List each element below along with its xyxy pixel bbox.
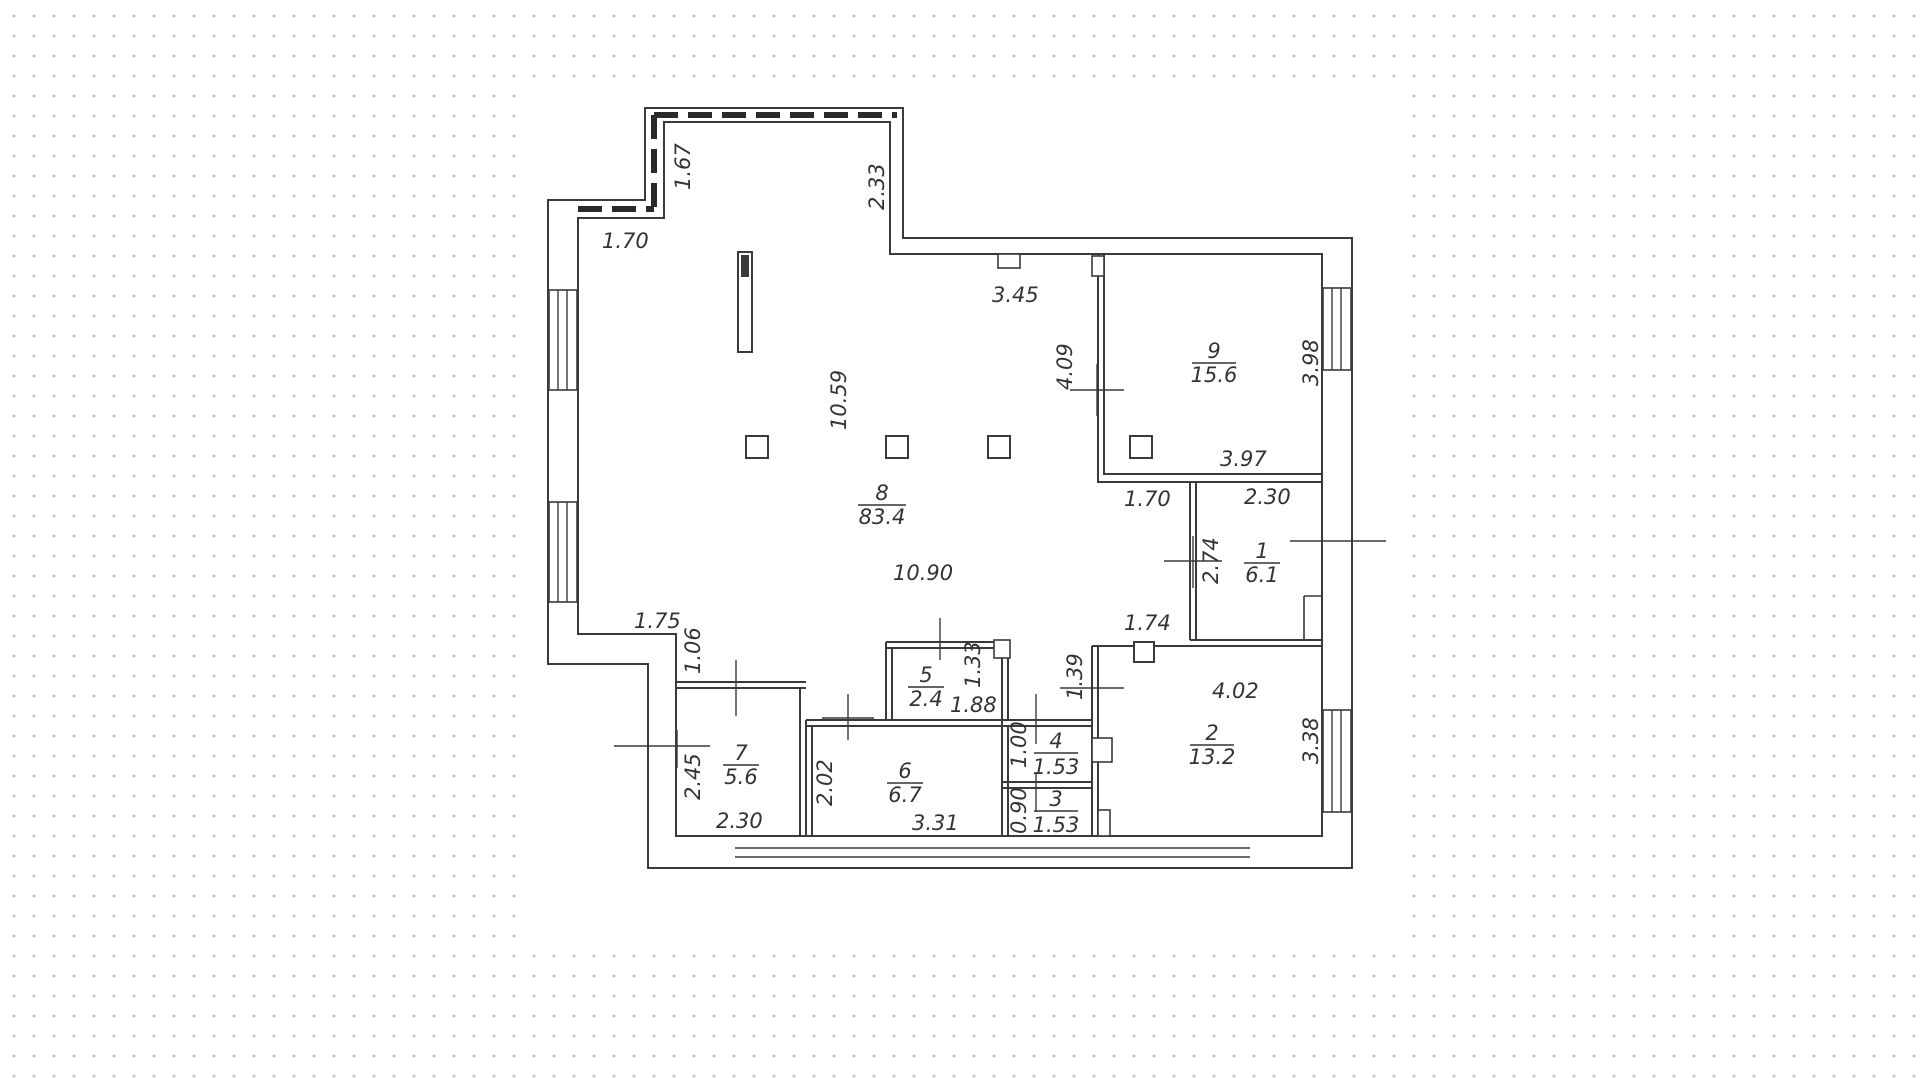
partition-rooms-4-3 xyxy=(1001,719,1092,836)
window-left-1 xyxy=(548,289,578,391)
room-2-number: 2 xyxy=(1205,721,1218,745)
glazed-walls xyxy=(578,112,897,212)
wall-niche xyxy=(997,253,1021,269)
window-left-2 xyxy=(548,501,578,603)
dim-label: 1.74 xyxy=(1124,611,1171,635)
room-labels: 8 83.4 9 15.6 1 6.1 2 13.2 5 2.4 7 5.6 xyxy=(723,339,1280,837)
room-3-number: 3 xyxy=(1049,787,1062,811)
room-8-area: 83.4 xyxy=(859,505,906,529)
room-2-label: 2 13.2 xyxy=(1189,721,1236,769)
room-3-label: 3 1.53 xyxy=(1033,787,1080,837)
room-6-label: 6 6.7 xyxy=(887,759,923,807)
dim-label: 1.70 xyxy=(602,229,649,253)
dim-label: 3.98 xyxy=(1299,339,1323,386)
column-4 xyxy=(1129,435,1153,459)
outer-wall-contour xyxy=(547,107,1353,869)
column-2 xyxy=(885,435,909,459)
room-6-number: 6 xyxy=(898,759,911,783)
room-9-number: 9 xyxy=(1207,339,1220,363)
dimension-labels: 1.70 1.67 2.33 3.45 10.59 4.09 3.98 3.97… xyxy=(602,143,1323,835)
dim-label: 2.45 xyxy=(681,753,705,800)
door-frame-room-1 xyxy=(1303,595,1322,640)
dim-label: 3.38 xyxy=(1299,717,1323,764)
dim-label: 1.33 xyxy=(961,641,985,688)
room-5-number: 5 xyxy=(919,663,932,687)
room-4-area: 1.53 xyxy=(1033,755,1080,779)
partition-room-9 xyxy=(1097,254,1322,483)
dim-label: 2.30 xyxy=(716,809,763,833)
columns xyxy=(737,251,1155,663)
dim-label: 1.75 xyxy=(634,609,681,633)
dim-label: 2.30 xyxy=(1244,485,1291,509)
dim-label: 10.90 xyxy=(893,561,953,585)
dim-label: 1.06 xyxy=(681,627,705,674)
room-4-label: 4 1.53 xyxy=(1033,729,1080,779)
room-4-number: 4 xyxy=(1049,729,1062,753)
room-7-label: 7 5.6 xyxy=(723,741,759,789)
windows xyxy=(548,287,1352,858)
dim-label: 1.67 xyxy=(671,143,695,190)
column-5 xyxy=(1133,641,1155,663)
dim-label: 1.00 xyxy=(1007,721,1031,768)
window-bottom xyxy=(735,847,1250,858)
room-8-number: 8 xyxy=(875,481,888,505)
room-3-area: 1.53 xyxy=(1033,813,1080,837)
column-3 xyxy=(987,435,1011,459)
door-markers xyxy=(614,364,1386,812)
dim-label: 1.70 xyxy=(1124,487,1171,511)
dim-label: 3.45 xyxy=(992,283,1039,307)
room-9-label: 9 15.6 xyxy=(1191,339,1238,387)
dim-label: 2.02 xyxy=(813,759,837,806)
room-7-number: 7 xyxy=(734,741,748,765)
room-5-area: 2.4 xyxy=(909,687,942,711)
outer-walls xyxy=(547,107,1353,869)
room-7-area: 5.6 xyxy=(724,765,757,789)
inner-wall-contour xyxy=(577,121,1323,837)
room-2-area: 13.2 xyxy=(1189,745,1236,769)
dim-label: 1.88 xyxy=(950,693,997,717)
dim-label: 2.33 xyxy=(865,163,889,210)
dim-label: 4.02 xyxy=(1212,679,1259,703)
column-1 xyxy=(745,435,769,459)
room-8-label: 8 83.4 xyxy=(858,481,906,529)
room-1-area: 6.1 xyxy=(1245,563,1278,587)
window-right-1 xyxy=(1322,287,1352,371)
floor-plan-sheet xyxy=(520,80,1400,940)
dim-label: 3.97 xyxy=(1220,447,1267,471)
room-1-number: 1 xyxy=(1255,539,1268,563)
room-5-label: 5 2.4 xyxy=(908,663,944,711)
dim-label: 1.39 xyxy=(1063,653,1087,700)
dim-label: 10.59 xyxy=(827,370,851,430)
dim-label: 2.74 xyxy=(1199,537,1223,584)
dim-label: 4.09 xyxy=(1053,343,1077,390)
room-1-label: 1 6.1 xyxy=(1244,539,1280,587)
room-9-area: 15.6 xyxy=(1191,363,1238,387)
dim-label: 0.90 xyxy=(1007,787,1031,834)
window-right-2 xyxy=(1322,709,1352,813)
dim-label: 3.31 xyxy=(912,811,959,835)
room-6-area: 6.7 xyxy=(888,783,922,807)
riser-fill xyxy=(741,255,749,277)
partition-room-6 xyxy=(805,719,1002,836)
